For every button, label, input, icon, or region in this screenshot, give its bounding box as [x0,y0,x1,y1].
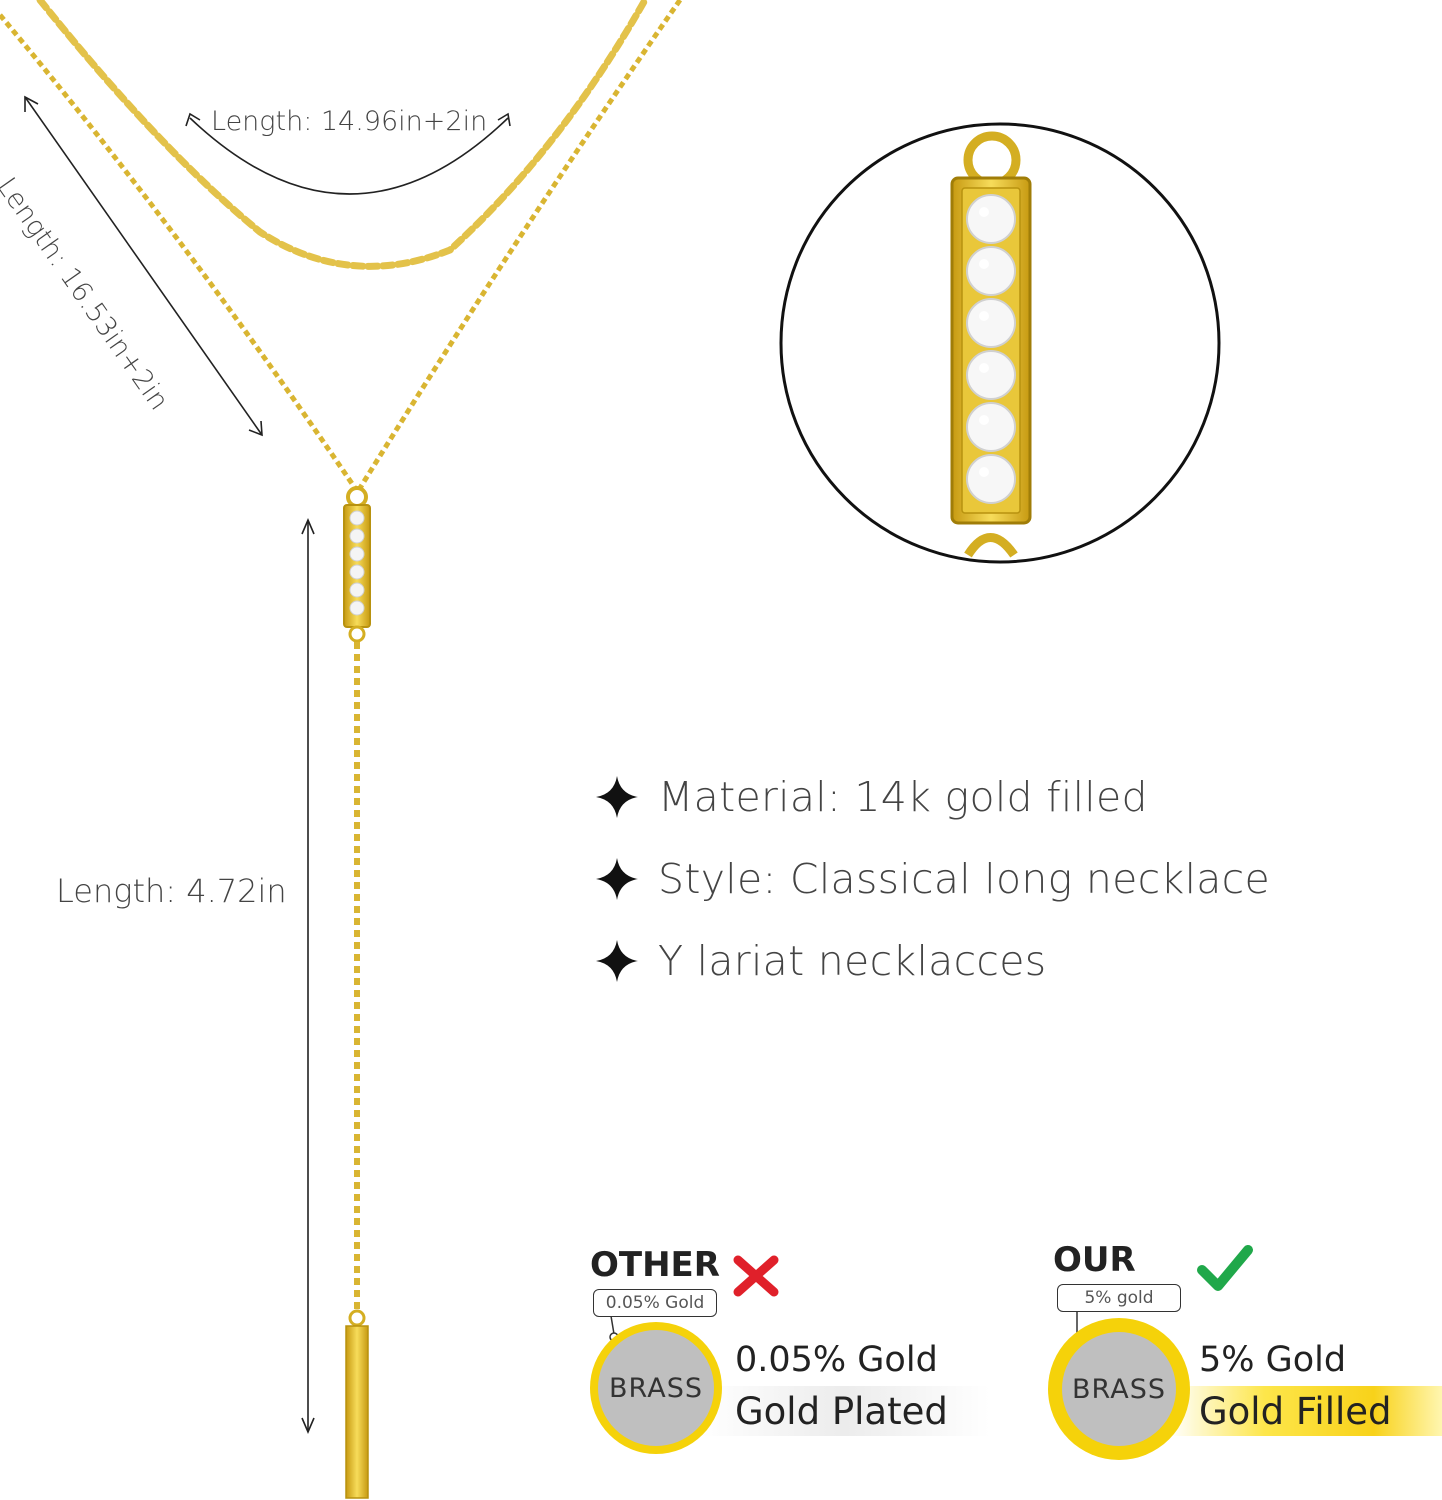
choker-length-label: Length: 14.96in+2in [211,106,488,137]
our-band [1170,1386,1442,1436]
drop-length-label: Length: 4.72in [56,872,287,910]
our-gold-type: Gold Filled [1199,1390,1392,1433]
sparkle-star-icon [596,940,638,982]
feature-item: Material: 14k gold filled [592,756,1270,838]
feature-item: Style: Classical long necklace [592,838,1270,920]
feature-item: Y lariat necklacces [592,920,1270,1002]
feature-list: Material: 14k gold filled Style: Classic… [592,756,1270,1002]
cross-icon [733,1255,779,1297]
our-gold-tag: 5% gold [1057,1284,1181,1312]
feature-text: Y lariat necklacces [658,937,1047,985]
choker-dimension-arc [189,117,509,195]
drop-bar [345,1325,369,1499]
other-coin: BRASS [590,1322,722,1454]
choker-chain [36,0,649,270]
other-band [700,1386,990,1436]
other-core-label: BRASS [609,1372,703,1404]
feature-text: Style: Classical long necklace [658,855,1271,903]
check-icon [1197,1245,1253,1291]
other-title: OTHER [590,1245,720,1285]
sparkle-star-icon [596,858,638,900]
our-coin: BRASS [1048,1318,1190,1460]
long-chain [0,13,358,490]
other-gold-tag: 0.05% Gold [593,1289,717,1317]
necklace-dimension-arrow [24,96,263,436]
our-title: OUR [1053,1240,1136,1280]
our-gold-percent: 5% Gold [1199,1340,1347,1380]
our-core-label: BRASS [1072,1373,1166,1405]
feature-text: Material: 14k gold filled [658,773,1148,821]
other-gold-type: Gold Plated [735,1390,948,1433]
sparkle-star-icon [596,776,638,818]
other-gold-percent: 0.05% Gold [735,1340,938,1380]
